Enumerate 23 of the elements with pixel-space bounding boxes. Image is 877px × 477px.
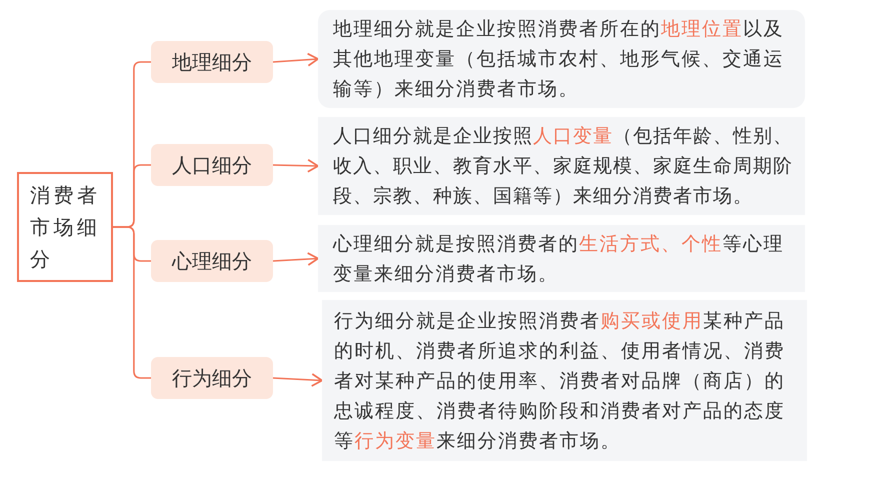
description-text: 心理细分就是按照消费者的生活方式、个性等心理变量来细分消费者市场。 (333, 232, 785, 286)
topic-label: 消费者市场细分 (30, 182, 102, 273)
category-label: 心理细分 (172, 248, 252, 274)
description-text: 地理细分就是企业按照消费者所在的地理位置以及其他地理变量（包括城市农村、地形气候、交通运输等）来细分消费者市场。 (333, 17, 785, 102)
description-text: 人口细分就是企业按照人口变量（包括年龄、性别、收入、职业、教育水平、家庭规模、家庭生命周期阶段、宗教、种族、国籍等）来细分消费者市场。 (333, 124, 794, 209)
description-text: 行为细分就是企业按照消费者购买或使用某种产品的时机、消费者所追求的利益、使用者情况、消费者对某种产品的使用率、消费者对品牌（商店）的忠诚程度、消费者待购阶段和消费者对产品的态度等行为变量来细分消费者市场。 (334, 308, 786, 454)
topic-box (17, 172, 113, 282)
category-box (151, 357, 273, 399)
arrow (272, 52, 319, 67)
description-box (318, 10, 805, 108)
arrow (272, 158, 319, 173)
description-box (318, 225, 805, 292)
category-label: 地理细分 (172, 49, 252, 75)
arrow (272, 252, 319, 266)
description-box (322, 300, 807, 461)
description-box (318, 117, 805, 215)
category-label: 行为细分 (172, 365, 252, 391)
category-box (151, 41, 273, 83)
connector-line (113, 226, 151, 379)
arrow (272, 373, 323, 387)
category-box (151, 144, 273, 186)
category-label: 人口细分 (172, 152, 252, 178)
category-box (151, 240, 273, 282)
